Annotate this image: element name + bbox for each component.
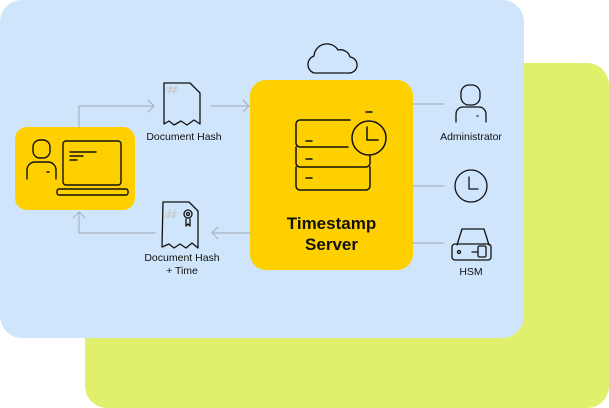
response-label-line1: Document Hash bbox=[144, 252, 220, 264]
user-icon bbox=[26, 139, 57, 180]
request-label: Document Hash bbox=[146, 131, 222, 143]
server-title-line2: Server bbox=[305, 235, 358, 254]
document-hash-time-icon bbox=[161, 201, 199, 249]
response-label-line2: + Time bbox=[166, 265, 198, 277]
clock-icon bbox=[454, 169, 488, 203]
connectors bbox=[72, 99, 445, 244]
server-title-line1: Timestamp bbox=[286, 214, 377, 233]
response-arrow-1 bbox=[211, 226, 251, 240]
hsm-label: HSM bbox=[459, 266, 483, 278]
administrator-icon bbox=[455, 84, 487, 123]
request-arrow-1 bbox=[78, 99, 155, 128]
administrator-label: Administrator bbox=[440, 131, 502, 143]
laptop-icon bbox=[56, 140, 129, 196]
timestamp-server-box bbox=[250, 80, 413, 270]
hsm-icon bbox=[451, 228, 492, 261]
server-stack-icon bbox=[295, 119, 371, 191]
server-clock-icon bbox=[351, 111, 387, 156]
document-hash-icon bbox=[163, 82, 201, 126]
request-arrow-2 bbox=[210, 99, 250, 113]
cloud-icon bbox=[307, 43, 358, 74]
response-arrow-2 bbox=[72, 211, 156, 234]
